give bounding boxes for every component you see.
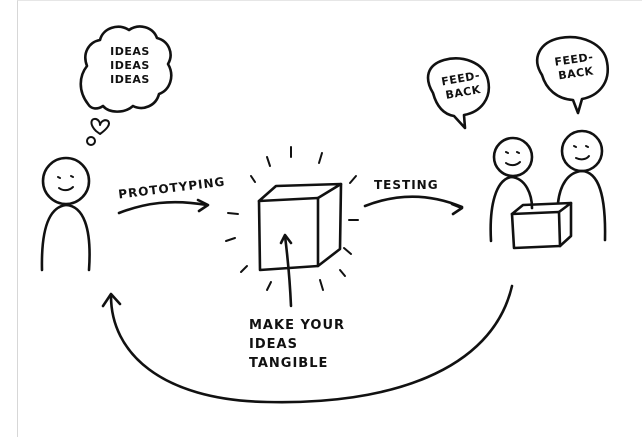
ray — [266, 281, 272, 291]
thought-bubble — [79, 25, 173, 113]
feedback-bubble-2 — [536, 35, 610, 115]
tangible-line: MAKE YOUR — [249, 318, 346, 333]
ray — [225, 237, 236, 242]
tester-eyes — [573, 145, 589, 148]
tangible-arrowhead — [279, 233, 293, 245]
small-cube-front — [510, 210, 562, 250]
tester-head — [492, 136, 534, 178]
testing-label: TESTING — [374, 178, 439, 192]
tester-person-icon — [556, 129, 607, 242]
person-body — [40, 203, 91, 272]
thought-line: IDEAS — [110, 72, 150, 86]
prototyping-arrowhead — [196, 198, 210, 213]
thought-dot-icon — [86, 136, 96, 146]
ray — [319, 279, 324, 291]
heart-icon — [90, 117, 110, 135]
person-smile — [58, 186, 74, 192]
ray — [227, 212, 239, 215]
prototyping-arrow — [117, 200, 209, 215]
small-cube-top — [510, 201, 573, 216]
testing-arrowhead — [450, 202, 464, 216]
tester-body — [556, 169, 607, 242]
thought-line: IDEAS — [110, 58, 150, 72]
ray — [240, 265, 248, 273]
ray — [339, 269, 346, 277]
tester-eyes — [505, 151, 520, 154]
person-eyes — [57, 175, 74, 179]
image-frame — [17, 0, 642, 437]
small-cube-icon — [510, 201, 573, 250]
cube-top — [257, 182, 343, 203]
tangible-line: IDEAS — [249, 336, 298, 352]
cube-side — [316, 182, 343, 268]
tangible-line: TANGIBLE — [249, 355, 329, 371]
tester-smile — [575, 155, 590, 161]
tangible-label: MAKE YOUR IDEAS TANGIBLE — [249, 317, 345, 374]
tester-body — [489, 175, 534, 243]
ray — [349, 175, 357, 184]
testing-arrow — [363, 195, 464, 209]
person-icon — [40, 156, 91, 272]
feedback-bubble-1 — [426, 57, 491, 130]
ray — [318, 152, 323, 164]
thought-bubble-text: IDEAS IDEAS IDEAS — [103, 45, 157, 86]
tangible-arrow — [283, 234, 293, 308]
ray — [266, 156, 271, 167]
small-cube-side — [558, 201, 573, 248]
ray — [343, 247, 352, 255]
tester-head — [560, 129, 604, 173]
tester-person-icon — [489, 136, 534, 243]
person-head — [41, 156, 91, 206]
prototype-cube-icon — [257, 182, 343, 272]
idea-rays — [225, 146, 359, 291]
feedback-loop-arrowhead — [101, 292, 122, 308]
tester-smile — [505, 161, 521, 167]
ray — [250, 175, 256, 183]
thought-line: IDEAS — [110, 45, 150, 58]
feedback-loop-arrow — [109, 284, 514, 404]
